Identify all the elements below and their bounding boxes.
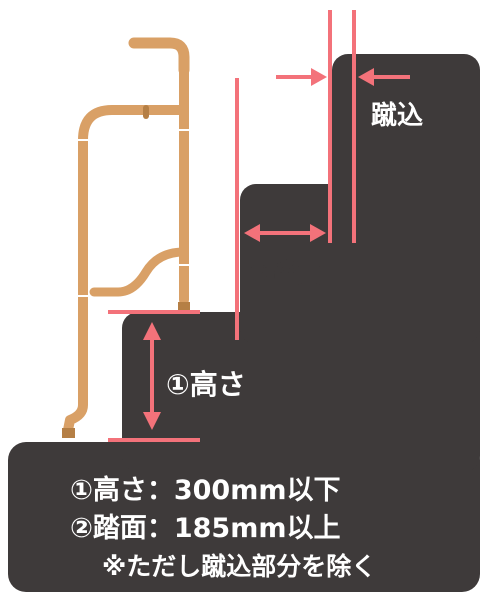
spec-height: ①高さ：300mm以下 (70, 474, 341, 506)
tread-marker (235, 78, 326, 340)
step-bottom (8, 442, 480, 592)
riser-marker (276, 10, 410, 243)
height-marker (108, 310, 200, 442)
riser-label: 蹴込 (371, 101, 423, 131)
spec-note: ※ただし蹴込部分を除く (102, 552, 376, 581)
handrail (62, 37, 191, 438)
step-lower (122, 312, 480, 472)
height-label: ①高さ (166, 368, 246, 401)
tread-label: ②踏面 (248, 259, 322, 289)
step-middle (240, 184, 480, 344)
step-top-fill (352, 104, 480, 214)
spec-tread: ②踏面：185mm以上 (70, 513, 341, 544)
